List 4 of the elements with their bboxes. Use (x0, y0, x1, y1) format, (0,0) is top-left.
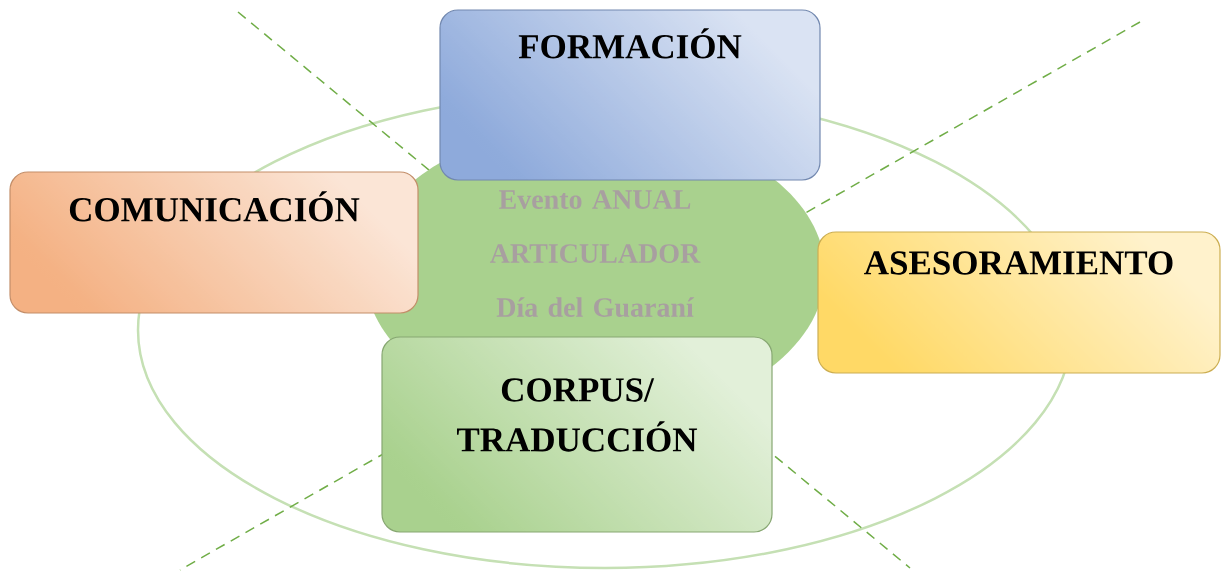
category-box: COMUNICACIÓN (9, 171, 419, 314)
category-box: FORMACIÓN (439, 9, 821, 181)
category-box: ASESORAMIENTO (817, 231, 1221, 374)
category-box: CORPUS/ TRADUCCIÓN (381, 336, 773, 533)
